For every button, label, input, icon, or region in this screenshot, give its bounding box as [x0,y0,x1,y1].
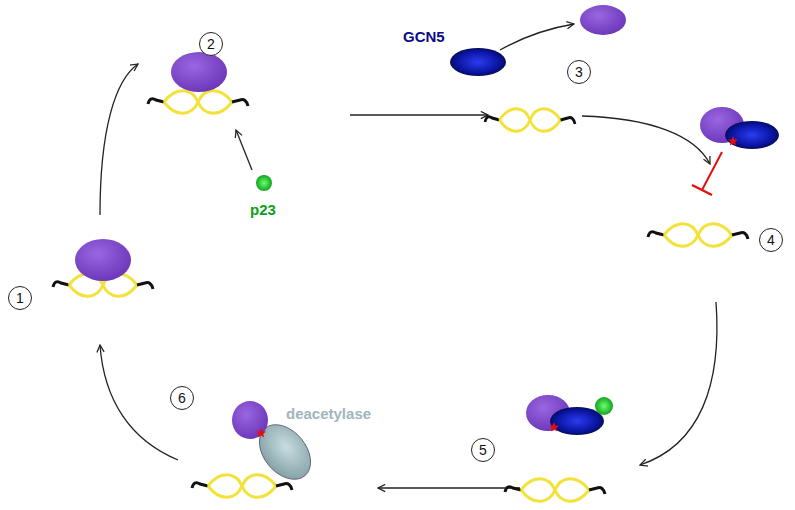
callout-number: 2 [199,32,223,56]
stage-4 [648,107,779,246]
callout-text: 1 [16,291,24,305]
callout-number: 3 [567,60,591,84]
cycle-arrow [100,64,717,488]
part-label: p23 [250,202,276,219]
callout-number: 5 [471,438,495,462]
stage-2 [148,52,272,191]
callout-text: 3 [575,65,583,79]
callout-text: 2 [207,37,215,51]
callout-number: 4 [759,228,783,252]
stage-3 [450,5,626,131]
stage-5 [505,395,613,501]
callout-number: 1 [8,286,32,310]
part-label: GCN5 [403,29,445,46]
part-label: deacetylase [286,406,371,423]
callout-text: 5 [479,443,487,457]
stage-1 [53,239,153,296]
callout-text: 6 [178,391,186,405]
callout-number: 6 [170,386,194,410]
callout-text: 4 [767,233,775,247]
